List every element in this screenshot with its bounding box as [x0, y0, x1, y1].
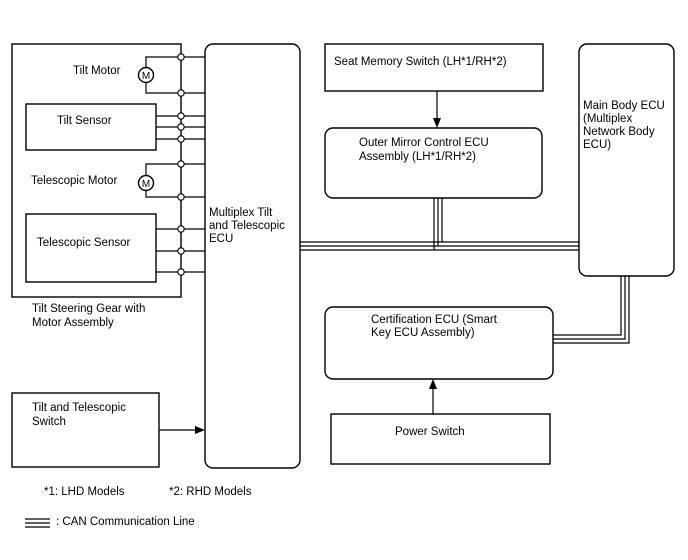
tilt-motor-symbol: M: [137, 56, 181, 94]
svg-text:M: M: [142, 179, 150, 190]
multiplex-tilt-ecu-label: Multiplex Tilt and Telescopic ECU: [209, 207, 288, 245]
can-bus-outer-mirror-drop: [433, 198, 443, 250]
telescopic-motor-symbol: M: [137, 163, 181, 198]
telescopic-motor-label: Telescopic Motor: [31, 175, 117, 187]
seat-switch-to-mirror-arrow: [433, 91, 441, 128]
tilt-sensor-box: [25, 103, 157, 151]
switch-to-ecu-arrow: [159, 426, 205, 434]
tilt-motor-label: Tilt Motor: [73, 65, 121, 77]
can-bus-certification-drop: [553, 276, 630, 344]
telescopic-sensor-label: Telescopic Sensor: [37, 237, 130, 249]
tilt-telescopic-switch-box: [11, 392, 160, 468]
outer-mirror-ecu-box: [324, 127, 543, 199]
can-line-legend-label: : CAN Communication Line: [56, 516, 195, 528]
power-to-certification-arrow: [429, 379, 437, 414]
svg-text:M: M: [142, 71, 150, 82]
tilt-steering-gear-label: Tilt Steering Gear with Motor Assembly: [32, 303, 149, 329]
outer-mirror-ecu-label: Outer Mirror Control ECU Assembly (LH*1/…: [359, 137, 492, 163]
certification-ecu-box: [324, 306, 554, 380]
can-line-legend-symbol: [25, 518, 50, 528]
telescopic-sensor-box: [25, 213, 157, 283]
power-switch-label: Power Switch: [395, 426, 465, 438]
certification-ecu-label: Certification ECU (Smart Key ECU Assembl…: [371, 314, 500, 339]
multiplex-tilt-ecu-box: [204, 43, 301, 469]
tilt-sensor-label: Tilt Sensor: [57, 115, 112, 127]
can-bus-main: [300, 241, 579, 251]
note-lhd: *1: LHD Models: [44, 486, 125, 498]
power-switch-box: [330, 413, 551, 465]
tilt-telescopic-switch-label: Tilt and Telescopic Switch: [32, 402, 129, 428]
seat-memory-switch-label: Seat Memory Switch (LH*1/RH*2): [334, 56, 507, 68]
seat-memory-switch-box: [324, 43, 544, 92]
main-body-ecu-box: [578, 43, 675, 277]
main-body-ecu-label: Main Body ECU (Multiplex Network Body EC…: [583, 100, 668, 151]
note-rhd: *2: RHD Models: [169, 486, 252, 498]
